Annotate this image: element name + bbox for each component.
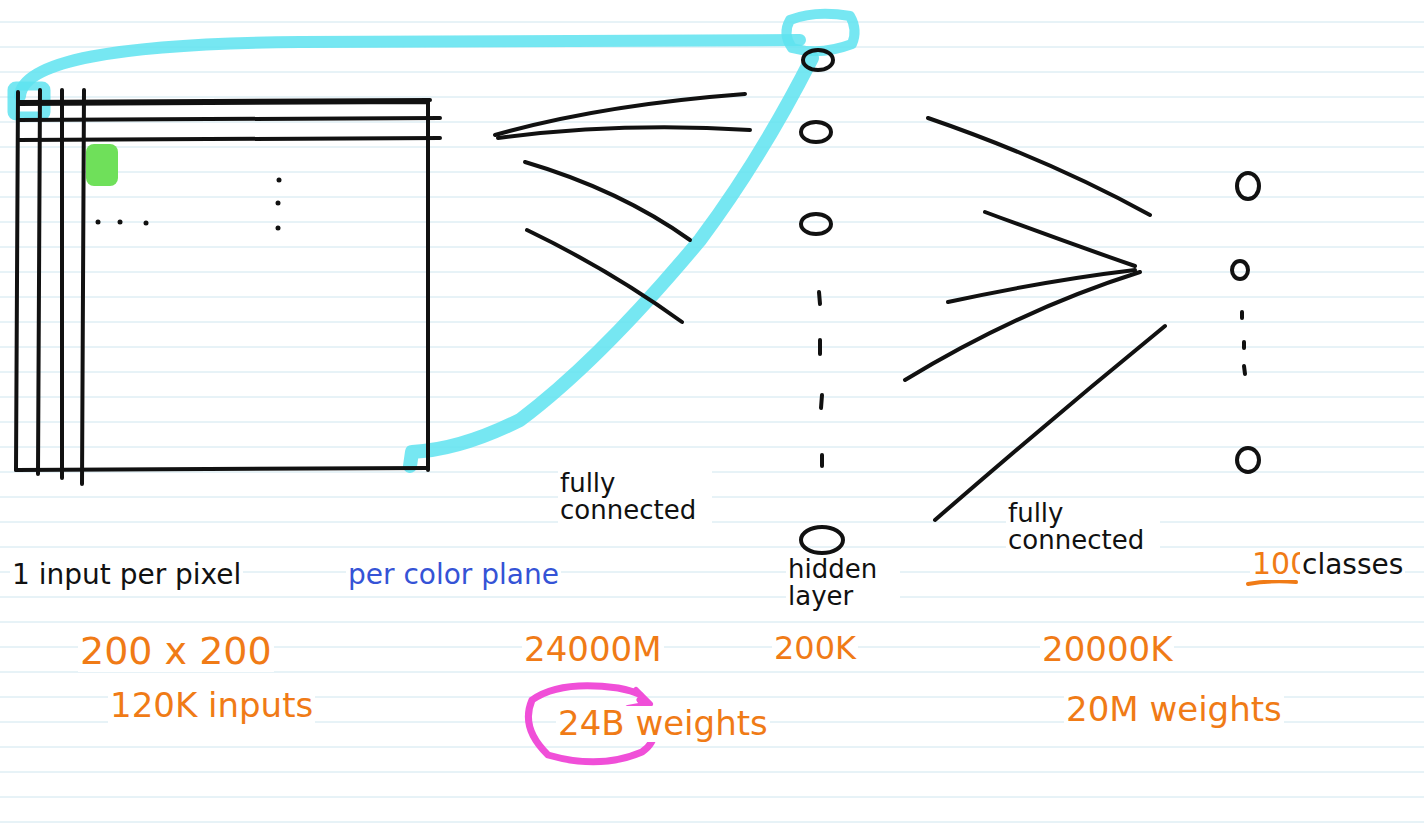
- count: 20M weights: [1064, 692, 1284, 728]
- count: 24B weights: [556, 706, 770, 742]
- annotation: fully connected: [558, 470, 712, 525]
- annotation: per color plane: [346, 560, 561, 589]
- count: 24000M: [522, 632, 664, 668]
- hidden-neurons: [801, 50, 843, 553]
- highlight-stroke: [12, 14, 855, 466]
- count: 120K inputs: [108, 688, 315, 724]
- annotation: classes: [1300, 550, 1405, 579]
- annotation: fully connected: [1006, 500, 1160, 555]
- ellipsis-dots: [96, 178, 282, 231]
- continuation-dots: [1242, 312, 1245, 374]
- connection-lines: [495, 94, 750, 322]
- continuation-dots: [819, 292, 822, 466]
- ruled-paper: [0, 22, 1424, 822]
- connection-lines: [905, 118, 1165, 520]
- pixel-highlight: [86, 144, 118, 186]
- count: 200K: [772, 632, 858, 666]
- dimension: 200 x 200: [78, 632, 274, 672]
- annotation: 1 input per pixel: [10, 560, 243, 589]
- annotation: hidden layer: [786, 556, 900, 611]
- count: 20000K: [1040, 632, 1174, 668]
- image-grid: [16, 90, 440, 484]
- underline: [1248, 581, 1296, 584]
- output-neurons: [1232, 173, 1259, 472]
